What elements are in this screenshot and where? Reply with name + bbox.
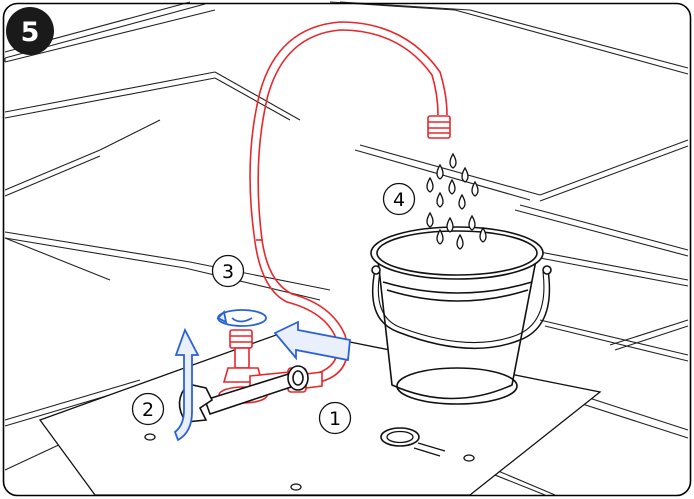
callout-3: 3: [211, 254, 245, 288]
bucket-icon: [370, 226, 552, 405]
step-badge: 5: [6, 7, 54, 55]
callout-4-label: 4: [393, 189, 405, 211]
step-number: 5: [21, 17, 40, 48]
hose-icon: [249, 21, 451, 383]
flow-arrow-icon: [273, 320, 351, 362]
callout-1: 1: [318, 401, 352, 435]
callout-2: 2: [131, 392, 165, 426]
callout-2-label: 2: [142, 399, 154, 421]
rotate-arrow-icon: [216, 309, 267, 327]
turn-arrow-icon: [173, 327, 200, 442]
callout-3-label: 3: [222, 261, 234, 283]
water-drops-icon: [426, 152, 487, 250]
callout-4: 4: [382, 182, 416, 216]
floor-tiles: [4, 1, 689, 496]
callout-1-label: 1: [329, 408, 341, 430]
